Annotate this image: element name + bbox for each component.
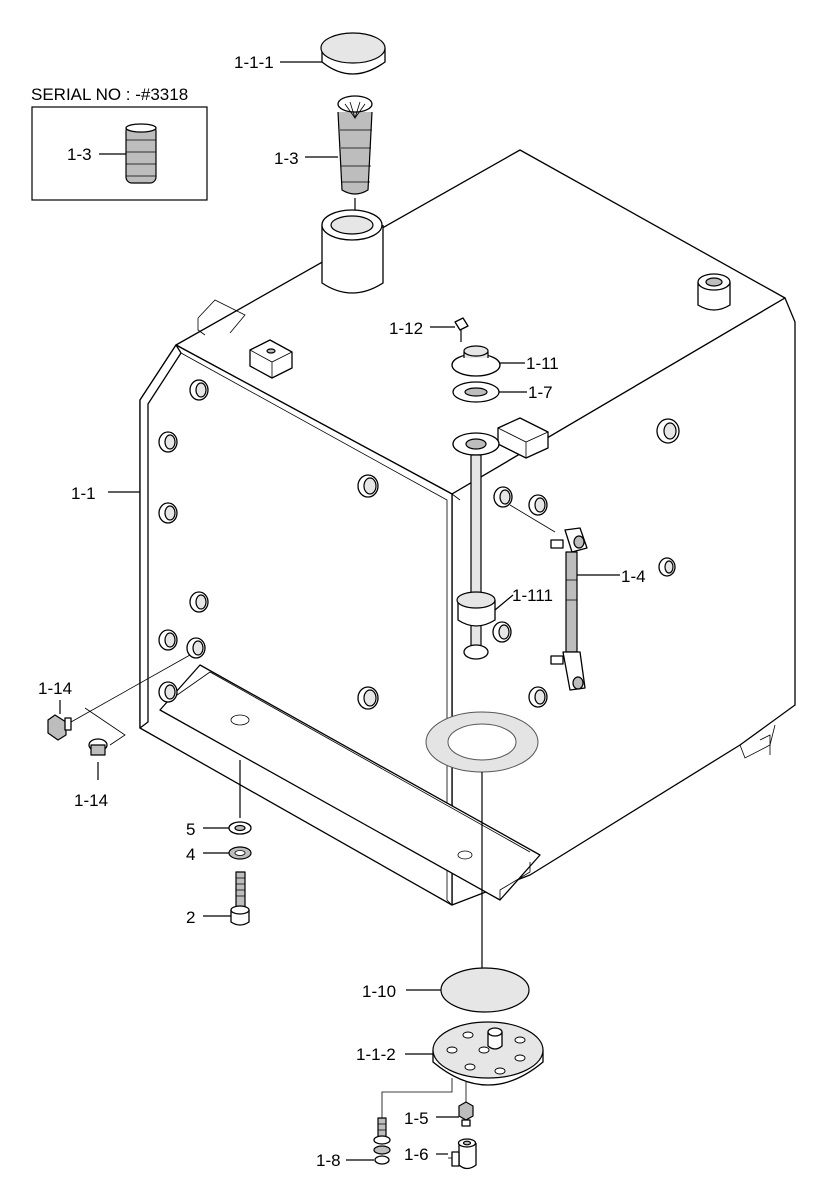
- plug-bottom-icon: [88, 738, 108, 756]
- plug-top-icon: [47, 714, 72, 741]
- serial-note: SERIAL NO : -#3318: [31, 85, 188, 104]
- oring-part: 1-10: [362, 967, 530, 1013]
- strainer-old-icon: [125, 123, 157, 184]
- label-plug-bottom: 1-14: [74, 791, 108, 810]
- label-level-gauge: 1-4: [621, 567, 646, 586]
- label-drain-cover: 1-1-2: [356, 1045, 396, 1064]
- label-screw: 1-12: [389, 319, 423, 338]
- label-strainer: 1-3: [274, 149, 299, 168]
- label-tank: 1-1: [71, 484, 96, 503]
- label-valve: 1-6: [404, 1145, 429, 1164]
- drain-fittings: 1-8 1-5 1-6: [316, 1078, 477, 1170]
- label-cover: 1-11: [526, 354, 559, 373]
- label-fitting: 1-5: [404, 1109, 429, 1128]
- label-plug-top: 1-14: [38, 679, 72, 698]
- label-oring: 1-10: [362, 982, 396, 1001]
- bottom-rail: [159, 664, 541, 901]
- strainer-part: 1-3: [274, 95, 373, 210]
- label-bolt-set: 1-8: [316, 1151, 341, 1170]
- label-gasket: 1-7: [528, 383, 553, 402]
- drain-cover-part: 1-1-2: [356, 1021, 544, 1086]
- tank-body: [139, 149, 796, 906]
- cap-part: 1-1-1: [234, 32, 386, 75]
- sender-assembly: 1-12 1-11 1-7 1-111: [389, 317, 559, 660]
- top-block: [249, 339, 293, 379]
- level-gauge-part: 1-4: [509, 504, 646, 691]
- rail-fasteners: 5 4 2: [186, 760, 252, 927]
- filler-neck: [321, 209, 384, 294]
- label-strainer-old: 1-3: [67, 145, 92, 164]
- label-cap: 1-1-1: [234, 53, 274, 72]
- drain-opening: [425, 711, 539, 985]
- serial-inset: SERIAL NO : -#3318 1-3: [31, 85, 208, 201]
- label-bolt-2: 2: [186, 908, 195, 927]
- label-washer-5: 5: [186, 820, 195, 839]
- plug-parts: 1-14 1-14: [38, 654, 191, 810]
- serial-inset-frame: [31, 106, 208, 201]
- top-boss: [697, 273, 731, 311]
- side-bosses: [492, 418, 680, 708]
- front-bosses: [158, 379, 379, 710]
- label-float: 1-111: [512, 586, 553, 605]
- label-washer-4: 4: [186, 845, 195, 864]
